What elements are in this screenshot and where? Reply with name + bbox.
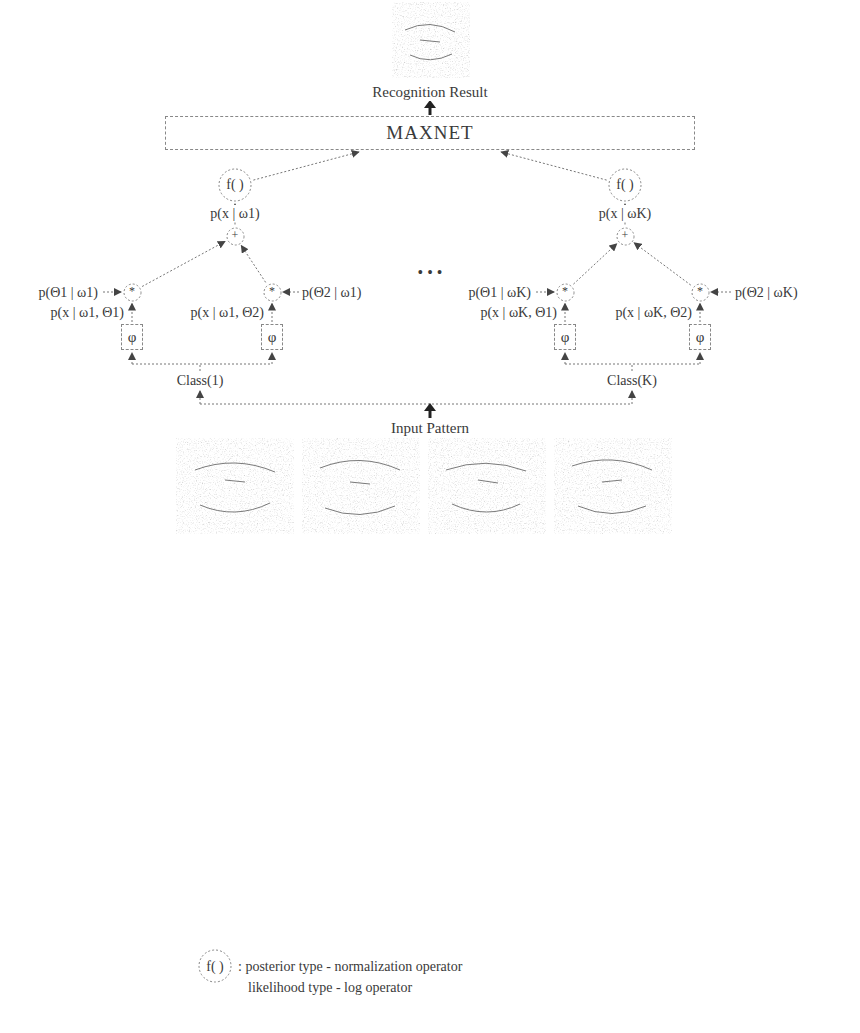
- operator-circle: f( ): [218, 168, 252, 202]
- node-text: *: [269, 285, 275, 298]
- face-sketch: [405, 24, 455, 59]
- prior-label: p(Θ2 | ωK): [733, 284, 800, 301]
- flow-arrow: [253, 152, 358, 180]
- caption-label: Input Pattern: [389, 420, 471, 437]
- input-image: [428, 438, 546, 534]
- node-text: *: [129, 285, 135, 298]
- product-node: *: [263, 283, 282, 302]
- input-image: [176, 438, 294, 534]
- operator-circle: f( ): [608, 168, 642, 202]
- legend-symbol: f( ): [204, 958, 226, 975]
- ellipsis: • • •: [416, 264, 445, 281]
- node-text: f( ): [226, 177, 244, 192]
- circle-outline: [609, 169, 641, 201]
- circle-outline: [617, 228, 634, 245]
- flow-arrow: [142, 241, 225, 286]
- prior-leader: [711, 292, 731, 293]
- maxnet-box: MAXNET: [165, 116, 695, 150]
- likelihood-label: p(x | ω1): [208, 205, 261, 222]
- phi-box: φ: [554, 324, 576, 350]
- legend-operator-circle: [199, 950, 231, 982]
- class-wire: [132, 353, 133, 364]
- circle-outline: [692, 284, 709, 301]
- flow-arrow: [700, 304, 701, 323]
- circle-outline: [227, 228, 244, 245]
- class-wire: [700, 353, 701, 364]
- legend-text: : posterior type - normalization operato…: [236, 958, 464, 975]
- class-label: Class(K): [605, 372, 659, 389]
- prior-label: p(Θ1 | ωK): [466, 284, 533, 301]
- input-wire: [632, 391, 633, 404]
- prior-leader: [283, 292, 299, 293]
- node-text: MAXNET: [386, 123, 473, 144]
- flow-arrow: [241, 246, 265, 283]
- prior-label: p(Θ1 | ω1): [37, 284, 100, 301]
- component-label: p(x | ωK, Θ1): [478, 304, 559, 321]
- circle-outline: [219, 169, 251, 201]
- class-wire: [272, 353, 273, 364]
- node-text: *: [697, 285, 703, 298]
- caption-label: Recognition Result: [370, 84, 489, 101]
- input-arrow-head: [424, 403, 436, 411]
- node-text: +: [622, 229, 629, 242]
- product-node: *: [556, 283, 575, 302]
- likelihood-label: p(x | ωK): [597, 205, 653, 222]
- phi-box: φ: [689, 324, 711, 350]
- class-wire: [565, 353, 566, 364]
- flow-arrow: [501, 152, 606, 180]
- class-wire: [132, 364, 272, 371]
- product-node: *: [123, 283, 142, 302]
- flow-arrow: [634, 243, 691, 285]
- input-image: [554, 438, 672, 534]
- flow-arrow: [132, 304, 133, 323]
- sum-node: +: [616, 227, 635, 246]
- node-text: +: [232, 229, 239, 242]
- legend-text: likelihood type - log operator: [246, 979, 414, 996]
- input-arrow: [429, 410, 432, 418]
- sum-node: +: [226, 227, 245, 246]
- prior-leader: [536, 292, 554, 293]
- node-text: *: [562, 285, 568, 298]
- phi-box: φ: [261, 324, 283, 350]
- circle-outline: [557, 284, 574, 301]
- face-sketch: [195, 460, 652, 515]
- prior-leader: [103, 292, 121, 293]
- node-text: φ: [696, 329, 705, 346]
- component-label: p(x | ω1, Θ1): [49, 304, 126, 321]
- node-text: φ: [268, 329, 277, 346]
- circle-outline: [124, 284, 141, 301]
- input-wire: [200, 404, 632, 405]
- input-wire: [200, 391, 201, 404]
- component-label: p(x | ω1, Θ2): [189, 304, 266, 321]
- flow-arrow: [565, 304, 566, 323]
- node-text: φ: [128, 329, 137, 346]
- output-arrow-head: [424, 100, 436, 108]
- product-node: *: [691, 283, 710, 302]
- prior-label: p(Θ2 | ω1): [300, 284, 363, 301]
- flow-arrow: [272, 304, 273, 323]
- class-label: Class(1): [175, 372, 226, 389]
- node-text: φ: [561, 329, 570, 346]
- class-wire: [565, 364, 700, 371]
- circle-outline: [264, 284, 281, 301]
- phi-box: φ: [121, 324, 143, 350]
- node-text: f( ): [616, 177, 634, 192]
- input-image: [302, 438, 420, 534]
- component-label: p(x | ωK, Θ2): [613, 304, 694, 321]
- flow-arrow: [573, 244, 616, 284]
- result-image: [392, 2, 470, 78]
